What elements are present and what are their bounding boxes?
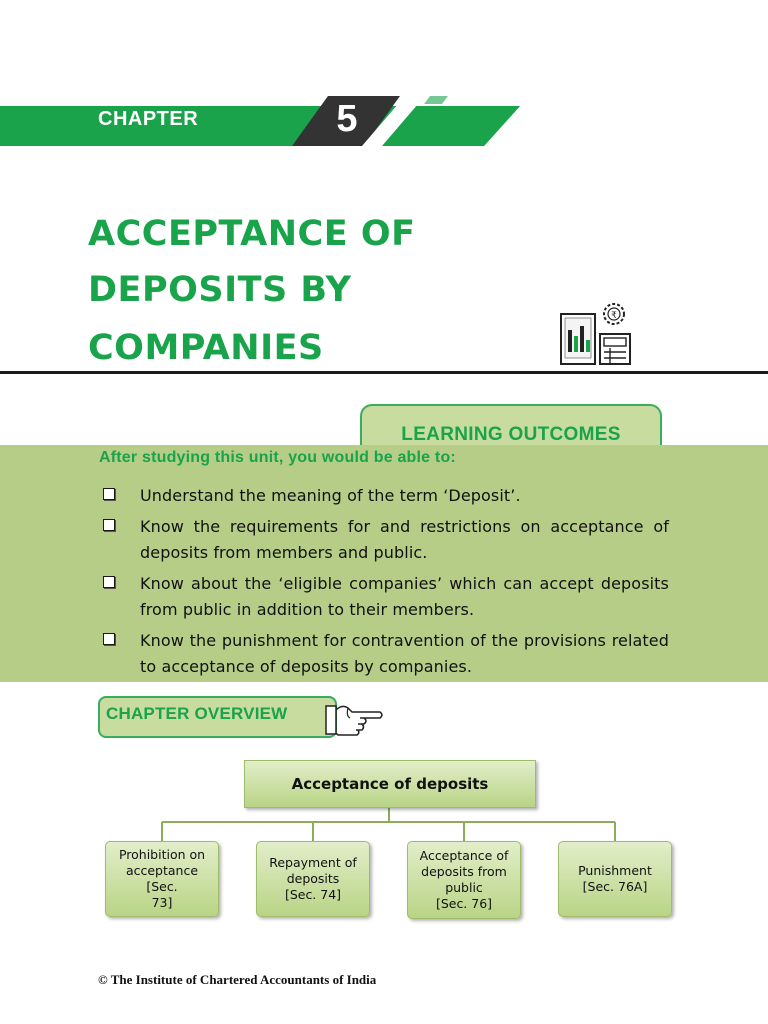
outcome-text: Know about the ‘eligible companies’ whic… xyxy=(140,574,669,619)
chapter-banner xyxy=(0,96,520,146)
diagram-root-node: Acceptance of deposits xyxy=(244,760,536,808)
learning-outcomes-list: Understand the meaning of the term ‘Depo… xyxy=(100,483,669,685)
checkbox-bullet-icon xyxy=(103,633,115,645)
checkbox-bullet-icon xyxy=(103,519,115,531)
checkbox-bullet-icon xyxy=(103,488,115,500)
learning-outcomes-tab xyxy=(360,404,662,452)
chapter-title-line-2: DEPOSITS BY xyxy=(88,270,352,310)
node-line: acceptance [Sec. xyxy=(125,863,199,894)
learning-outcomes-intro: After studying this unit, you would be a… xyxy=(99,449,456,466)
diagram-node-repayment: Repayment of deposits [Sec. 74] xyxy=(256,841,370,917)
node-line: 73] xyxy=(151,895,173,910)
chapter-title-line-3: COMPANIES xyxy=(88,328,324,368)
list-item: Know the requirements for and restrictio… xyxy=(100,514,669,566)
node-line: Repayment of xyxy=(269,855,357,870)
diagram-node-prohibition: Prohibition on acceptance [Sec. 73] xyxy=(105,841,219,917)
outcome-text: Know the requirements for and restrictio… xyxy=(140,517,669,562)
checkbox-bullet-icon xyxy=(103,576,115,588)
chapter-title-line-1: ACCEPTANCE OF xyxy=(88,214,416,254)
title-divider xyxy=(0,371,768,374)
node-line: [Sec. 74] xyxy=(284,887,342,902)
outcome-text: Understand the meaning of the term ‘Depo… xyxy=(140,486,521,505)
node-line: public xyxy=(445,880,483,895)
node-line: [Sec. 76A] xyxy=(582,879,648,894)
svg-text:₹: ₹ xyxy=(611,311,617,321)
chapter-overview-box xyxy=(98,696,337,738)
page-footer: © The Institute of Chartered Accountants… xyxy=(98,972,377,987)
diagram-node-punishment: Punishment [Sec. 76A] xyxy=(558,841,672,917)
node-line: deposits from xyxy=(421,864,507,879)
chapter-label: CHAPTER xyxy=(98,108,199,130)
list-item: Understand the meaning of the term ‘Depo… xyxy=(100,483,669,509)
list-item: Know the punishment for contravention of… xyxy=(100,628,669,680)
chapter-overview-heading: CHAPTER OVERVIEW xyxy=(106,704,288,723)
learning-outcomes-heading: LEARNING OUTCOMES xyxy=(401,424,621,445)
pointing-hand-icon xyxy=(325,705,383,736)
node-line: Prohibition on xyxy=(118,847,206,862)
node-line: Punishment xyxy=(578,863,652,878)
node-line: [Sec. 76] xyxy=(435,896,493,911)
outcome-text: Know the punishment for contravention of… xyxy=(140,631,669,676)
list-item: Know about the ‘eligible companies’ whic… xyxy=(100,571,669,623)
chapter-number: 5 xyxy=(336,98,358,140)
diagram-node-acceptance-public: Acceptance of deposits from public [Sec.… xyxy=(407,841,521,919)
diagram-connectors xyxy=(161,806,616,841)
node-line: Acceptance of xyxy=(419,848,509,863)
node-line: deposits xyxy=(286,871,340,886)
report-chart-rupee-gear-icon: ₹ xyxy=(560,303,631,365)
learning-outcomes-panel xyxy=(0,445,768,682)
root-node-label: Acceptance of deposits xyxy=(291,775,489,793)
